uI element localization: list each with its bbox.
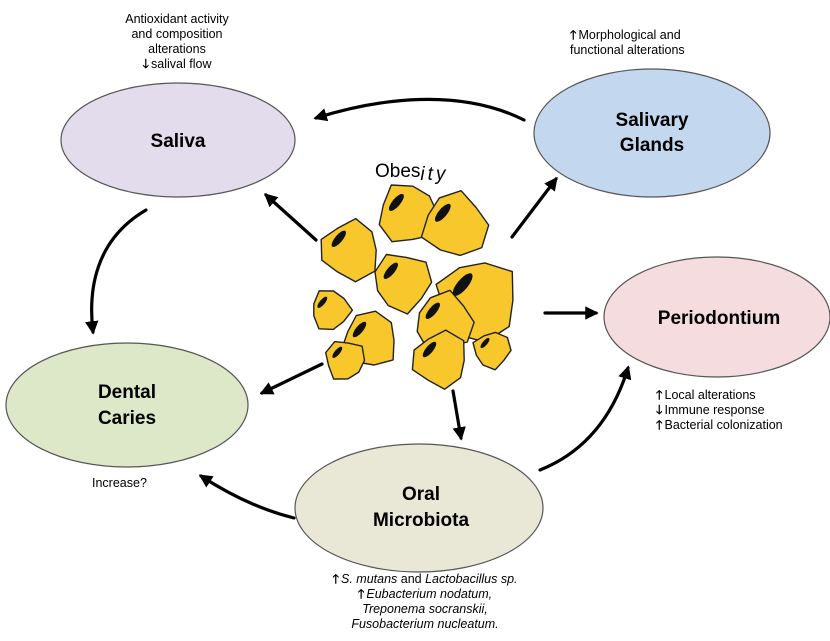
oral-microbiota-annotation: 🡑S. mutans and Lactobacillus sp. 🡑Eubact…	[285, 572, 565, 632]
arrow-glands-to-saliva	[313, 97, 526, 122]
species-treponema: Treponema socranskii,	[362, 602, 488, 616]
fat-cell-nucleus	[425, 302, 440, 319]
periodontium-label: Periodontium	[658, 308, 780, 329]
arrow-saliva-to-caries	[85, 208, 148, 335]
arrow-obesity-to-glands	[510, 176, 558, 239]
up-arrow-icon: 🡑	[357, 587, 365, 601]
periodontium-annotation-line1: Local alterations	[664, 388, 756, 402]
fat-cell	[313, 290, 354, 331]
dental-caries-label-line2: Caries	[98, 408, 156, 429]
periodontium-annotation-line3: Bacterial colonization	[664, 418, 783, 432]
species-eubacterium: Eubacterium nodatum,	[366, 587, 493, 601]
species-fusobacterium: Fusobacterium nucleatum.	[351, 617, 499, 631]
dental-caries-annotation-line1: Increase?	[92, 476, 147, 490]
fat-cell-nucleus	[383, 262, 398, 279]
fat-cell	[472, 331, 512, 371]
fat-cell-cluster	[313, 184, 514, 390]
up-arrow-icon: 🡑	[656, 418, 663, 432]
fat-cell-nucleus	[434, 203, 451, 222]
saliva-annotation-line4: salival flow	[151, 57, 212, 71]
fat-cell-nucleus	[332, 346, 343, 358]
saliva-node	[60, 82, 296, 198]
fat-cell	[420, 189, 490, 257]
fat-cell	[320, 217, 377, 283]
fat-cell-nucleus	[331, 230, 346, 247]
salivary-glands-node	[533, 68, 771, 198]
fat-cell-nucleus	[388, 193, 404, 211]
oral-microbiota-label-line2: Microbiota	[373, 510, 469, 531]
up-arrow-icon: 🡑	[570, 28, 577, 42]
arrow-obesity-to-saliva	[264, 193, 318, 242]
obesity-title: Obesity	[375, 161, 448, 185]
down-arrow-icon: 🡓	[656, 403, 663, 417]
arrow-microbiota-to-caries	[198, 474, 296, 520]
fat-cell-nucleus	[452, 273, 473, 296]
species-lactobacillus: Lactobacillus sp.	[425, 572, 518, 586]
arrow-obesity-to-caries	[259, 362, 324, 395]
dental-caries-node	[5, 342, 249, 468]
fat-cell	[374, 253, 433, 315]
oral-microbiota-node	[294, 443, 544, 573]
periodontium-node	[603, 256, 830, 378]
obesity-title-suffix: ity	[420, 164, 448, 185]
periodontium-annotation: 🡑Local alterations 🡓Immune response 🡑Bac…	[656, 388, 830, 433]
salivary-glands-label-line2: Glands	[620, 135, 684, 156]
dental-caries-label-line1: Dental	[98, 382, 156, 403]
down-arrow-icon: 🡓	[142, 57, 150, 71]
arrow-microbiota-to-periodontium	[538, 365, 632, 472]
saliva-annotation: Antioxidant activity and composition alt…	[92, 12, 262, 72]
salivary-glands-annotation-line1: Morphological and	[578, 28, 681, 42]
saliva-annotation-line2: and composition	[131, 27, 223, 41]
salivary-glands-label-line1: Salivary	[616, 110, 689, 131]
fat-cell	[325, 340, 366, 380]
salivary-glands-annotation: 🡑Morphological and functional alteration…	[570, 28, 790, 58]
up-arrow-icon: 🡑	[332, 572, 339, 586]
arrows	[85, 97, 632, 520]
periodontium-annotation-line2: Immune response	[664, 403, 765, 417]
oral-microbiota-label-line1: Oral	[402, 484, 440, 505]
saliva-annotation-line1: Antioxidant activity	[125, 12, 229, 26]
species-connector: and	[397, 572, 426, 586]
fat-cell	[411, 329, 465, 390]
dental-caries-annotation: Increase?	[92, 476, 192, 491]
obesity-title-prefix: Obes	[375, 161, 420, 182]
salivary-glands-annotation-line2: functional alterations	[570, 43, 685, 57]
fat-cell-nucleus	[352, 321, 367, 338]
fat-cell-nucleus	[480, 337, 490, 349]
arrow-obesity-to-microbiota	[451, 389, 466, 441]
saliva-label: Saliva	[151, 131, 206, 152]
species-s-mutans: S. mutans	[341, 572, 398, 586]
saliva-annotation-line3: alterations	[148, 42, 206, 56]
fat-cell-nucleus	[422, 341, 437, 358]
fat-cell-nucleus	[317, 296, 328, 308]
up-arrow-icon: 🡑	[656, 388, 663, 402]
